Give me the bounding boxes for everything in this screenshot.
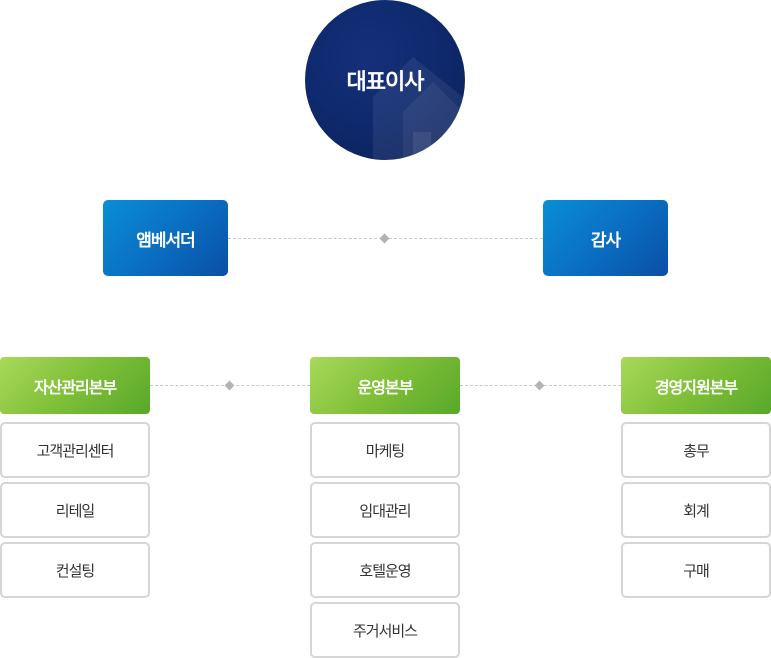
team-label: 총무	[683, 441, 710, 460]
team-item: 총무	[621, 422, 771, 478]
team-item: 주거서비스	[310, 602, 460, 658]
connector-diamond-right	[534, 380, 545, 391]
team-label: 고객관리센터	[36, 441, 115, 460]
team-label: 마케팅	[365, 441, 405, 460]
team-label: 구매	[683, 561, 710, 580]
team-label: 회계	[683, 501, 710, 520]
team-item: 임대관리	[310, 482, 460, 538]
connector-diamond-top	[379, 233, 390, 244]
ambassador-label: 앰베서더	[136, 230, 196, 251]
house-icon	[373, 57, 463, 160]
ceo-label: 대표이사	[346, 70, 425, 95]
team-item: 컨설팅	[0, 542, 150, 598]
team-item: 리테일	[0, 482, 150, 538]
audit-label: 감사	[590, 230, 621, 251]
division-operations: 운영본부	[310, 357, 460, 414]
division-asset-management: 자산관리본부	[0, 357, 150, 414]
division-label: 경영지원본부	[654, 377, 738, 397]
team-label: 컨설팅	[55, 561, 95, 580]
connector-diamond-left	[224, 380, 235, 391]
ceo-node: 대표이사	[305, 0, 465, 160]
division-label: 자산관리본부	[33, 377, 117, 397]
ambassador-node: 앰베서더	[103, 200, 228, 276]
division-label: 운영본부	[357, 377, 414, 397]
team-label: 리테일	[55, 501, 95, 520]
team-label: 호텔운영	[359, 561, 411, 580]
team-label: 주거서비스	[352, 621, 418, 640]
team-label: 임대관리	[359, 501, 411, 520]
team-item: 고객관리센터	[0, 422, 150, 478]
audit-node: 감사	[543, 200, 668, 276]
team-item: 마케팅	[310, 422, 460, 478]
team-item: 구매	[621, 542, 771, 598]
division-management-support: 경영지원본부	[621, 357, 771, 414]
team-item: 호텔운영	[310, 542, 460, 598]
team-item: 회계	[621, 482, 771, 538]
